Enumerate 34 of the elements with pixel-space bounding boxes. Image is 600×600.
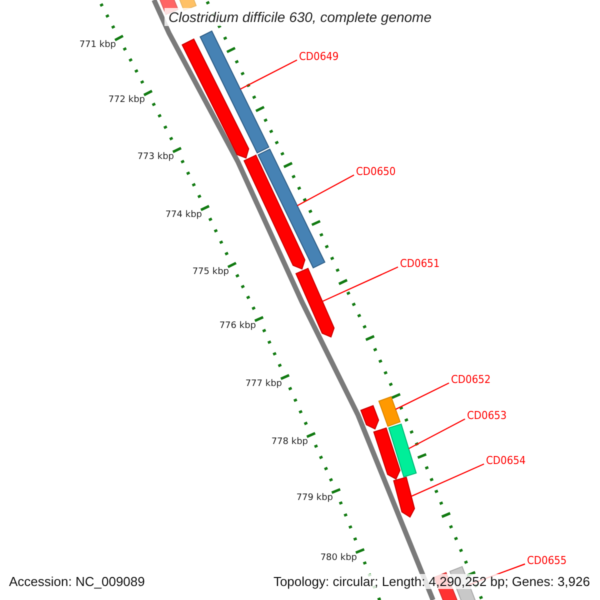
scale-label: 780 kbp bbox=[320, 553, 357, 563]
gene-label: CD0655 bbox=[527, 554, 567, 567]
info-text: Accession: NC_009089 bbox=[7, 574, 147, 589]
gene-label: CD0651 bbox=[400, 257, 440, 270]
gene-bar bbox=[258, 148, 326, 268]
gene-bar bbox=[243, 154, 306, 270]
leader-line bbox=[408, 418, 466, 450]
gene-label: CD0654 bbox=[486, 454, 526, 467]
scale-label: 779 kbp bbox=[296, 493, 333, 503]
leader-line bbox=[395, 382, 450, 410]
gene-bar bbox=[373, 427, 401, 480]
leader-line bbox=[240, 59, 298, 90]
gene-bar bbox=[200, 30, 270, 154]
gene-bar bbox=[360, 405, 380, 430]
info-text: Topology: circular; Length: 4,290,252 bp; Genes: 3,926 bbox=[271, 574, 592, 589]
gene-bar bbox=[388, 423, 417, 478]
scale-label: 774 kbp bbox=[165, 210, 202, 220]
scale-label: 776 kbp bbox=[219, 321, 256, 331]
scale-label: 773 kbp bbox=[137, 152, 174, 162]
gene-bar bbox=[295, 268, 335, 338]
gene-label: CD0650 bbox=[356, 165, 396, 178]
gene-bar bbox=[182, 38, 250, 159]
leader-line bbox=[322, 266, 398, 302]
gene-bar bbox=[393, 476, 416, 518]
gene-label: CD0649 bbox=[299, 50, 339, 63]
scale-label: 777 kbp bbox=[245, 379, 282, 389]
scale-label: 771 kbp bbox=[79, 40, 116, 50]
scale-label: 772 kbp bbox=[108, 95, 145, 105]
gene-label: CD0653 bbox=[467, 409, 507, 422]
leader-line bbox=[411, 463, 484, 497]
scale-label: 775 kbp bbox=[192, 267, 229, 277]
gene-label: CD0652 bbox=[451, 373, 491, 386]
gene-bar bbox=[378, 396, 401, 427]
scale-label: 778 kbp bbox=[271, 437, 308, 447]
